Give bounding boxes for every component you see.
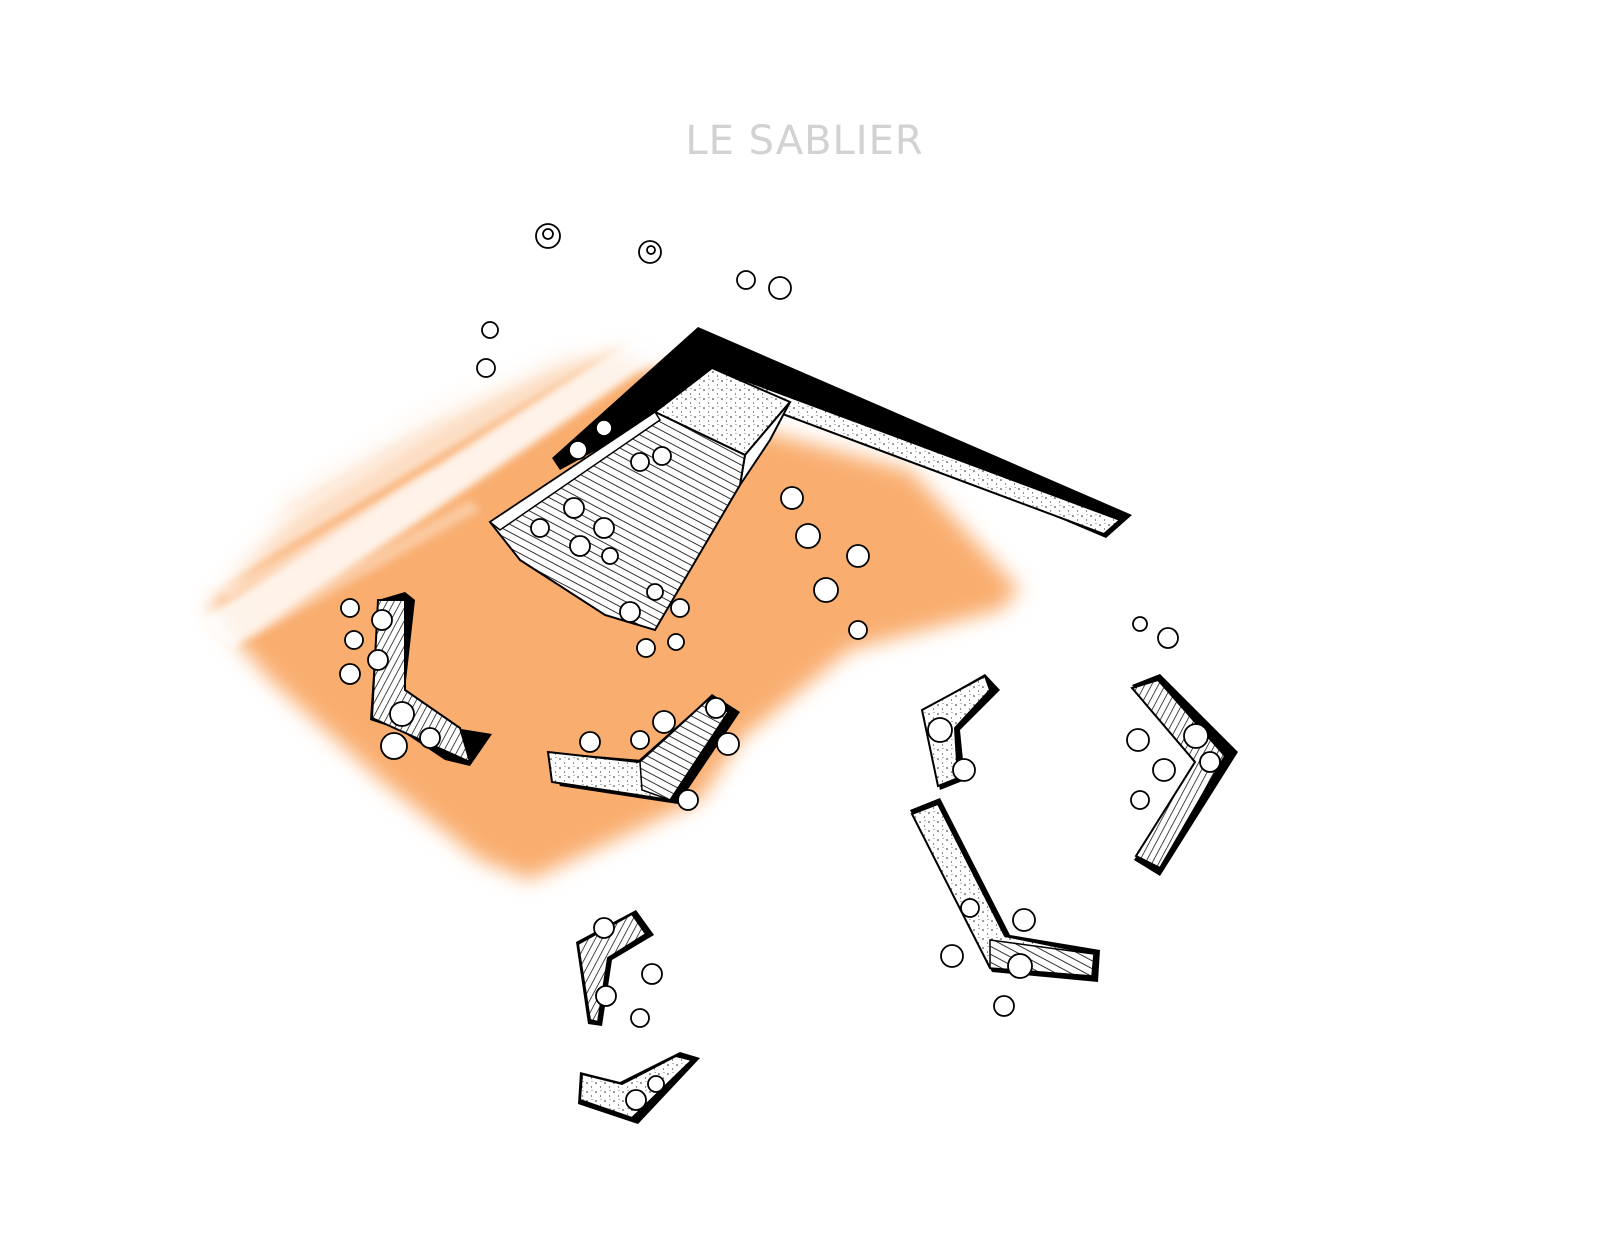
page-title: LE SABLIER xyxy=(685,118,924,164)
person-figure xyxy=(339,223,1221,1111)
amphitheatre-wedge xyxy=(488,327,1132,632)
